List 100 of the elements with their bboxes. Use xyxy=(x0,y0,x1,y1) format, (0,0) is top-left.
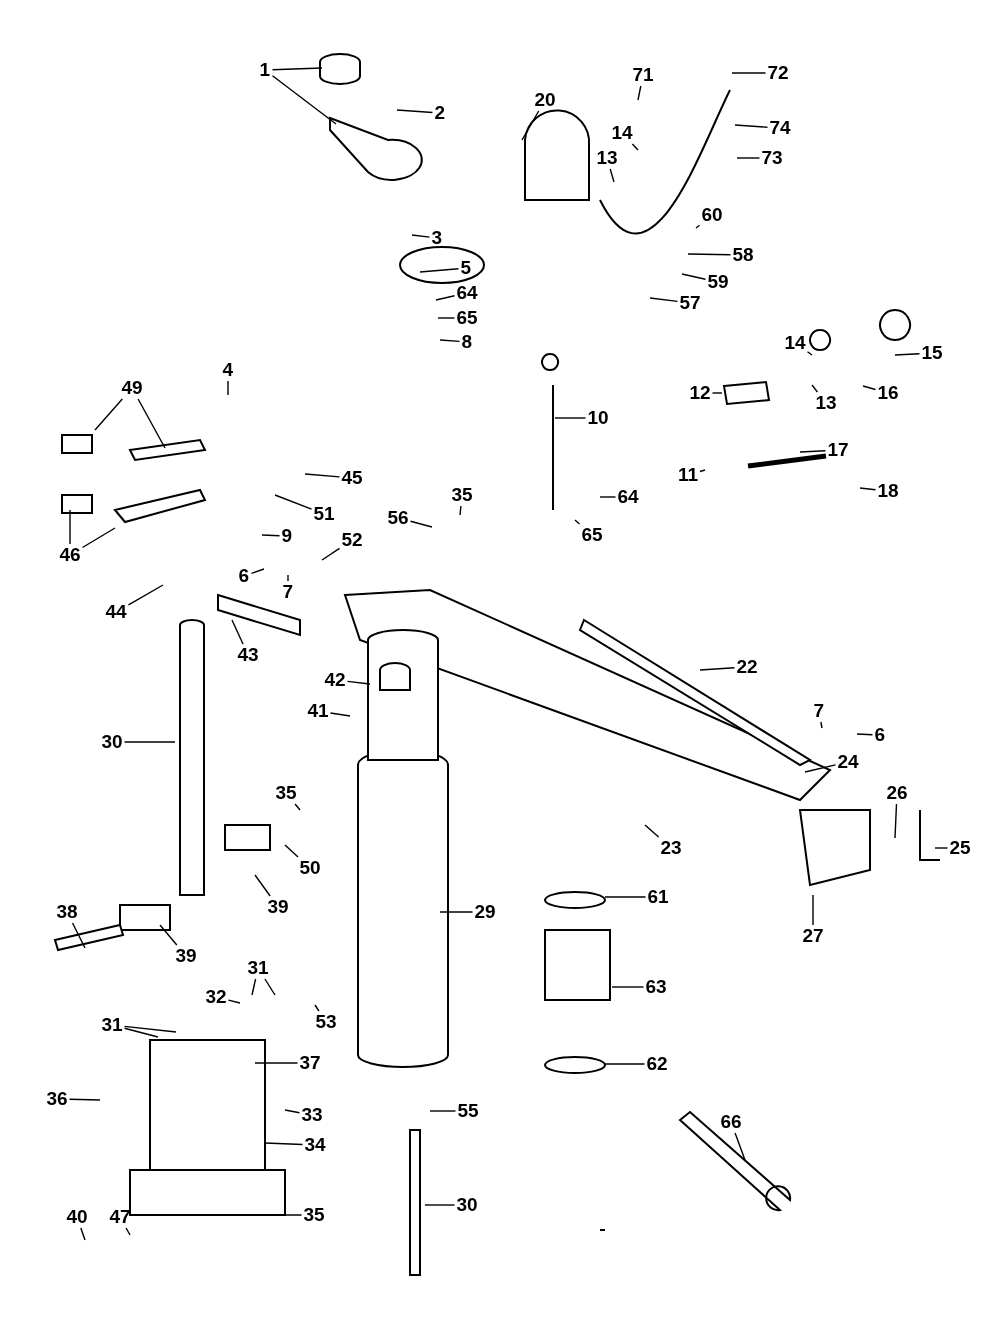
leader-line xyxy=(419,268,460,273)
leader-line xyxy=(609,168,615,183)
leader-line xyxy=(314,1004,320,1012)
callout-number: 25 xyxy=(949,837,971,859)
leader-line xyxy=(264,978,276,996)
callout-number: 58 xyxy=(732,244,754,266)
leader-line xyxy=(274,494,313,510)
leader-line xyxy=(804,764,837,773)
callout-number: 49 xyxy=(121,377,143,399)
callout-number: 43 xyxy=(237,644,259,666)
leader-line xyxy=(287,574,289,582)
leader-line xyxy=(94,398,123,431)
callout-number: 7 xyxy=(282,581,294,603)
leader-line xyxy=(254,874,271,897)
callout-number: 4 xyxy=(222,359,234,381)
leader-line xyxy=(227,999,241,1004)
leader-line xyxy=(435,295,456,301)
leader-line xyxy=(254,1062,299,1064)
callout-number: 53 xyxy=(315,1011,337,1033)
callout-number: 62 xyxy=(646,1053,668,1075)
leader-line xyxy=(437,317,456,319)
callout-number: 32 xyxy=(205,986,227,1008)
callout-number: 34 xyxy=(304,1134,326,1156)
leader-line xyxy=(811,384,819,393)
leader-line xyxy=(304,473,341,478)
leader-line xyxy=(127,584,164,606)
callout-number: 44 xyxy=(105,601,127,623)
callout-number: 42 xyxy=(324,669,346,691)
callout-number: 15 xyxy=(921,342,943,364)
leader-line xyxy=(806,351,813,356)
callout-number: 46 xyxy=(59,544,81,566)
leader-line xyxy=(251,978,257,996)
callout-number: 5 xyxy=(460,257,472,279)
callout-number: 27 xyxy=(802,925,824,947)
leader-line xyxy=(284,844,299,858)
callout-number: 72 xyxy=(767,62,789,84)
leader-line xyxy=(611,986,645,988)
leader-line xyxy=(894,803,898,839)
callout-number: 45 xyxy=(341,467,363,489)
leader-line xyxy=(859,487,877,491)
leader-line xyxy=(81,527,116,549)
leader-line xyxy=(687,253,732,256)
callout-number: 39 xyxy=(267,896,289,918)
callout-number: 65 xyxy=(456,307,478,329)
leader-line xyxy=(159,924,178,946)
leader-line xyxy=(250,568,265,575)
callout-number: 2 xyxy=(434,102,446,124)
leader-line xyxy=(271,75,337,125)
leader-line xyxy=(604,1063,646,1065)
callout-number: 9 xyxy=(281,525,293,547)
callout-number: 39 xyxy=(175,945,197,967)
leader-line xyxy=(294,803,301,811)
leader-line xyxy=(321,547,341,561)
leader-line xyxy=(711,392,723,394)
leader-line xyxy=(681,273,707,280)
callout-number: 16 xyxy=(877,382,899,404)
leader-line xyxy=(68,1098,101,1101)
callout-number: 71 xyxy=(632,64,654,86)
leader-line xyxy=(409,520,433,528)
leader-line xyxy=(271,67,323,71)
leader-line xyxy=(649,297,679,303)
leader-line xyxy=(69,509,71,545)
leader-line xyxy=(231,619,244,645)
leader-line xyxy=(894,353,921,356)
leader-line xyxy=(396,109,434,114)
leader-line xyxy=(329,712,351,717)
callout-number: 1 xyxy=(259,59,271,81)
callout-number: 30 xyxy=(101,731,123,753)
leader-line xyxy=(227,380,229,396)
callout-number: 13 xyxy=(815,392,837,414)
callout-number: 26 xyxy=(886,782,908,804)
callout-number: 13 xyxy=(596,147,618,169)
callout-number: 10 xyxy=(587,407,609,429)
callout-number: 63 xyxy=(645,976,667,998)
leader-line xyxy=(812,894,814,926)
callout-number: 37 xyxy=(299,1052,321,1074)
callout-number: 20 xyxy=(534,89,556,111)
callout-number: 59 xyxy=(707,271,729,293)
leader-line xyxy=(736,157,761,159)
leader-line xyxy=(856,733,874,736)
callout-number: 55 xyxy=(457,1100,479,1122)
callout-number: 65 xyxy=(581,524,603,546)
callout-number: 36 xyxy=(46,1088,68,1110)
leader-line xyxy=(261,534,281,537)
leader-line xyxy=(429,1110,457,1112)
callout-number: 24 xyxy=(837,751,859,773)
callout-number: 61 xyxy=(647,886,669,908)
callout-number: 29 xyxy=(474,901,496,923)
leader-line xyxy=(731,72,767,74)
callout-number: 31 xyxy=(247,957,269,979)
leader-line xyxy=(411,234,431,238)
leader-line xyxy=(631,143,639,151)
callout-number: 30 xyxy=(456,1194,478,1216)
callout-number: 18 xyxy=(877,480,899,502)
leader-line xyxy=(123,1025,177,1033)
leader-line xyxy=(934,847,949,849)
callout-number: 56 xyxy=(387,507,409,529)
callout-number: 40 xyxy=(66,1206,88,1228)
leader-line xyxy=(424,1204,456,1206)
callout-number: 14 xyxy=(611,122,633,144)
